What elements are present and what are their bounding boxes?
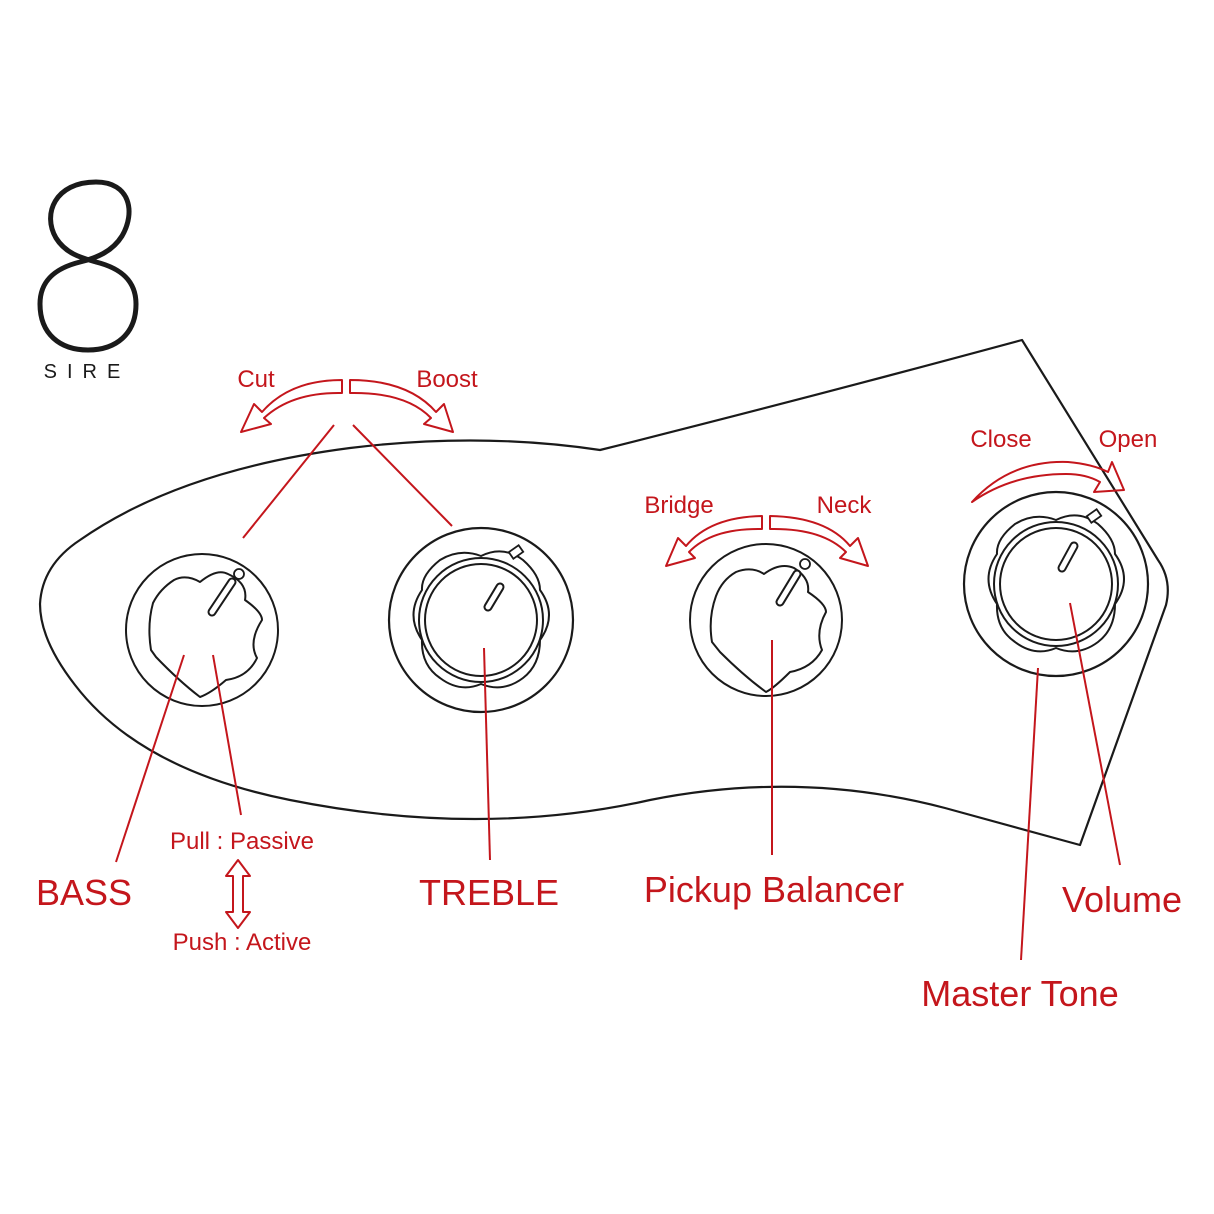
- cut-boost-leader-right: [352, 424, 453, 527]
- cut-label: Cut: [237, 366, 275, 393]
- leader-lines: [115, 424, 1121, 961]
- volume-tone-knob: [962, 490, 1150, 678]
- sire-logo: SIRE: [37, 179, 139, 383]
- pull-push-arrow: [225, 859, 251, 929]
- bridge-arrow: [665, 515, 763, 567]
- boost-arrow: [349, 379, 454, 433]
- neck-arrow: [769, 515, 869, 567]
- volume-leader: [1069, 602, 1121, 866]
- treble-label: TREBLE: [419, 872, 559, 913]
- treble-knob: [387, 526, 575, 714]
- open-label: Open: [1099, 426, 1158, 453]
- bass-leader-outer: [115, 654, 185, 863]
- pickup-balancer-knob: [689, 543, 843, 697]
- close-open-arrow: [971, 460, 1125, 503]
- bass-knob: [125, 553, 279, 707]
- cut-arrow: [240, 379, 343, 433]
- boost-label: Boost: [416, 366, 478, 393]
- master-tone-leader: [1020, 667, 1039, 961]
- sire-logo-mark: [37, 179, 139, 353]
- pull-passive-label: Pull : Passive: [170, 828, 314, 855]
- volume-label: Volume: [1062, 879, 1182, 920]
- sire-logo-text: SIRE: [44, 361, 131, 383]
- master-tone-label: Master Tone: [921, 973, 1118, 1014]
- bass-label: BASS: [36, 872, 132, 913]
- annotation-labels: Cut Boost Bridge Neck Close Open BASS Pu…: [36, 366, 1182, 1014]
- neck-label: Neck: [817, 492, 873, 519]
- close-label: Close: [970, 426, 1031, 453]
- bass-leader-inner: [212, 654, 242, 816]
- pickup-balancer-label: Pickup Balancer: [644, 869, 904, 910]
- treble-leader: [483, 647, 491, 861]
- bridge-label: Bridge: [644, 492, 713, 519]
- direction-arrows: [225, 379, 1125, 929]
- cut-boost-leader-left: [242, 424, 335, 539]
- push-active-label: Push : Active: [173, 929, 312, 956]
- control-plate-outline: [38, 338, 1169, 847]
